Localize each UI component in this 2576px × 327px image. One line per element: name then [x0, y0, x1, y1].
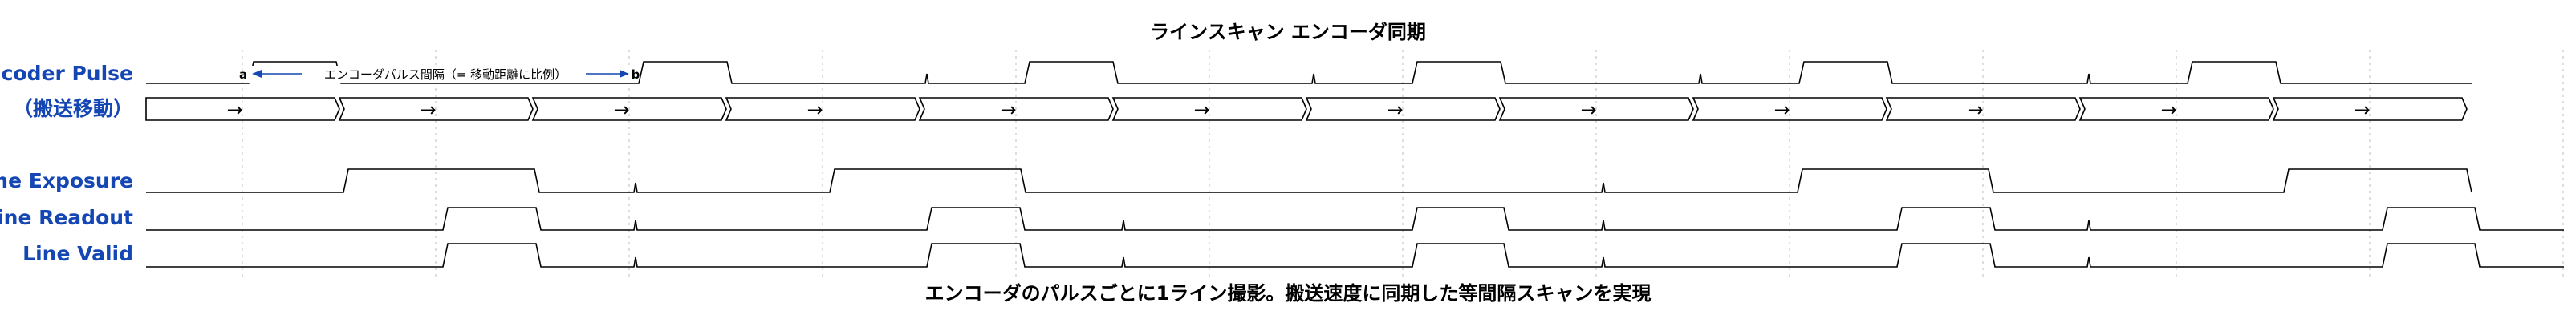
transport-segment: [531, 97, 727, 121]
diagram-caption: エンコーダのパルスごとに1ライン撮影。搬送速度に同期した等間隔スキャンを実現: [925, 282, 1652, 305]
line-valid-waveform: [146, 243, 2564, 268]
transport-segment: [1498, 97, 1694, 121]
annotation-label: エンコーダパルス間隔（= 移動距離に比例）: [324, 67, 567, 82]
diagram-title: ラインスキャン エンコーダ同期: [1150, 21, 1426, 43]
transport-segment: [145, 97, 340, 121]
signal-label-line-exposure: Line Exposure: [0, 169, 133, 192]
annotation-marker-b: b: [632, 67, 640, 82]
transport-arrow: →: [421, 99, 437, 121]
transport-arrow: →: [1388, 99, 1404, 121]
annotation-marker-a: a: [239, 67, 247, 82]
transport-segment: [2272, 97, 2468, 121]
signal-label-line-readout: Line Readout: [0, 206, 133, 229]
transport-segment: [1305, 97, 1501, 121]
annotation-arrowhead-right: [620, 70, 629, 78]
line-exposure-waveform: [146, 168, 2472, 193]
line-readout-waveform: [146, 207, 2564, 231]
transport-segment: [338, 97, 534, 121]
transport-segment: [1692, 97, 1887, 121]
transport-bus-waveform: → → → → → → → → → → → →: [145, 97, 2468, 121]
transport-arrow: →: [2161, 99, 2177, 121]
annotation-arrowhead-left: [252, 70, 262, 78]
transport-arrow: →: [1001, 99, 1017, 121]
transport-arrow: →: [807, 99, 823, 121]
encoder-pulse-waveform: [146, 61, 2472, 84]
transport-segment: [1111, 97, 1307, 121]
transport-segment: [918, 97, 1114, 121]
pulse-interval-annotation: a エンコーダパルス間隔（= 移動距離に比例） b: [239, 66, 640, 83]
transport-arrow: →: [1194, 99, 1210, 121]
transport-arrow: →: [227, 99, 243, 121]
annotation-background: [246, 66, 636, 83]
signal-label-encoder-pulse: Encoder Pulse: [0, 62, 133, 85]
signal-label-transport: （搬送移動）: [13, 97, 133, 120]
transport-segment: [725, 97, 920, 121]
transport-arrow: →: [614, 99, 630, 121]
transport-segment: [2078, 97, 2274, 121]
transport-arrow: →: [1581, 99, 1597, 121]
signal-label-line-valid: Line Valid: [22, 242, 133, 265]
transport-arrow: →: [1774, 99, 1790, 121]
transport-segment: [1885, 97, 2081, 121]
transport-arrow: →: [2355, 99, 2371, 121]
transport-arrow: →: [1968, 99, 1984, 121]
